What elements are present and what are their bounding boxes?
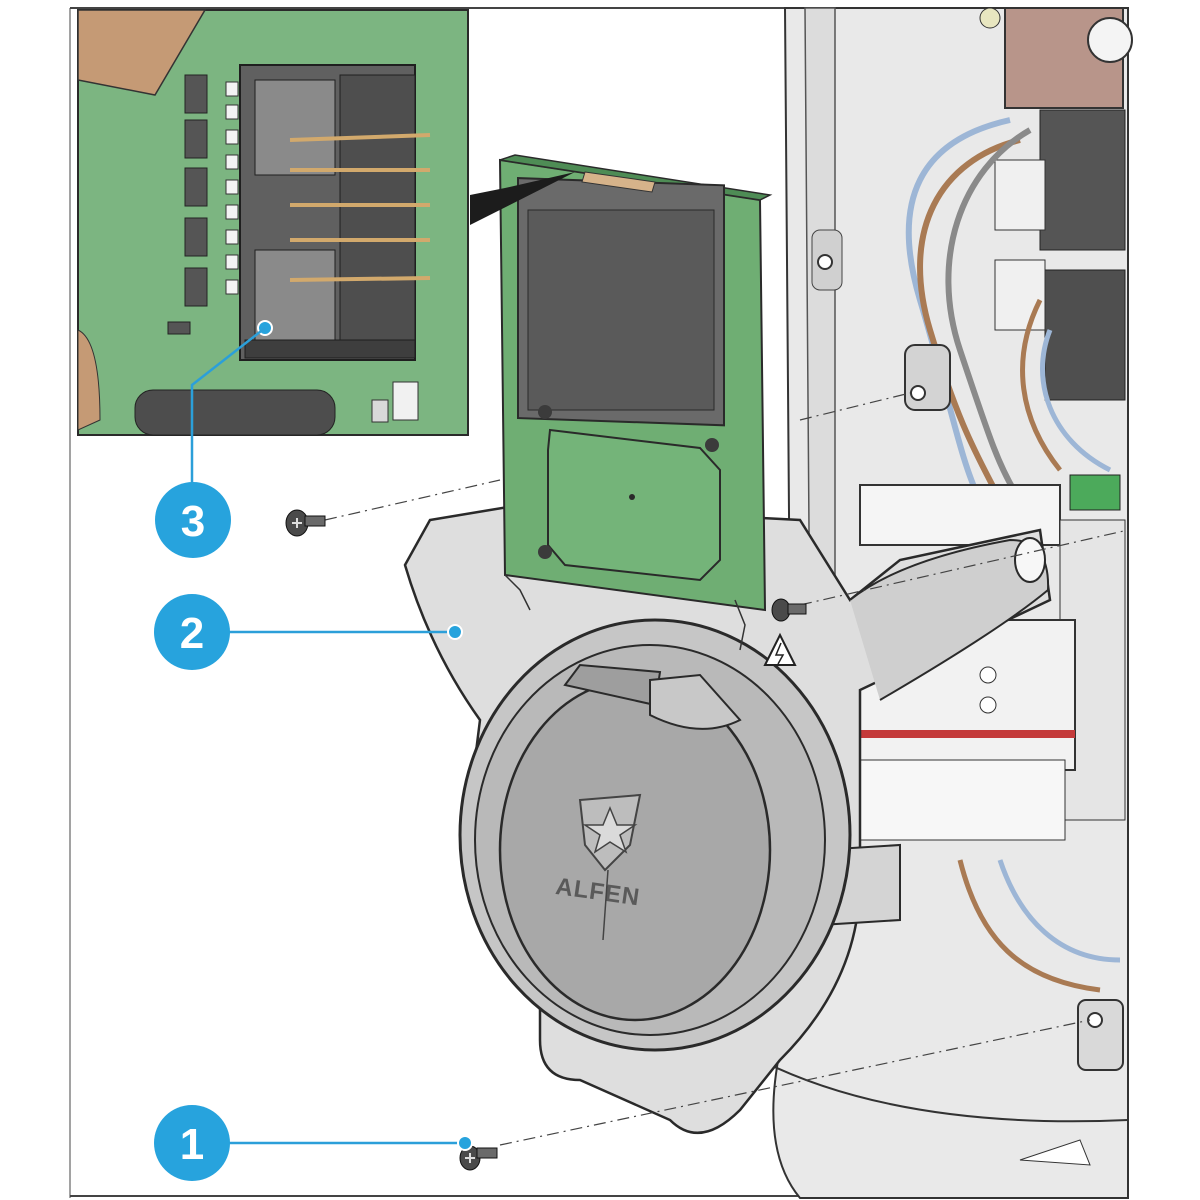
connector-detail-inset xyxy=(77,9,469,436)
socket-housing: ALFEN xyxy=(403,503,1052,1135)
callout-1: 1 xyxy=(154,1105,230,1181)
screw-icon xyxy=(771,598,807,622)
screw-icon xyxy=(285,509,326,537)
callout-2-label: 2 xyxy=(180,609,204,658)
screw-icon xyxy=(459,1145,498,1171)
leader-dot xyxy=(457,1135,473,1151)
leader-lines xyxy=(190,327,465,1145)
callout-1-label: 1 xyxy=(180,1120,204,1169)
pcb-board xyxy=(498,154,773,651)
callout-2: 2 xyxy=(154,594,230,670)
zoom-wedge xyxy=(470,172,575,225)
callout-3: 3 xyxy=(155,482,231,558)
leader-dot xyxy=(447,624,463,640)
warning-triangle-icon xyxy=(763,632,797,666)
callout-3-label: 3 xyxy=(181,497,205,546)
alfen-star-logo-icon xyxy=(578,793,642,872)
assembly-lines xyxy=(324,392,1129,1146)
